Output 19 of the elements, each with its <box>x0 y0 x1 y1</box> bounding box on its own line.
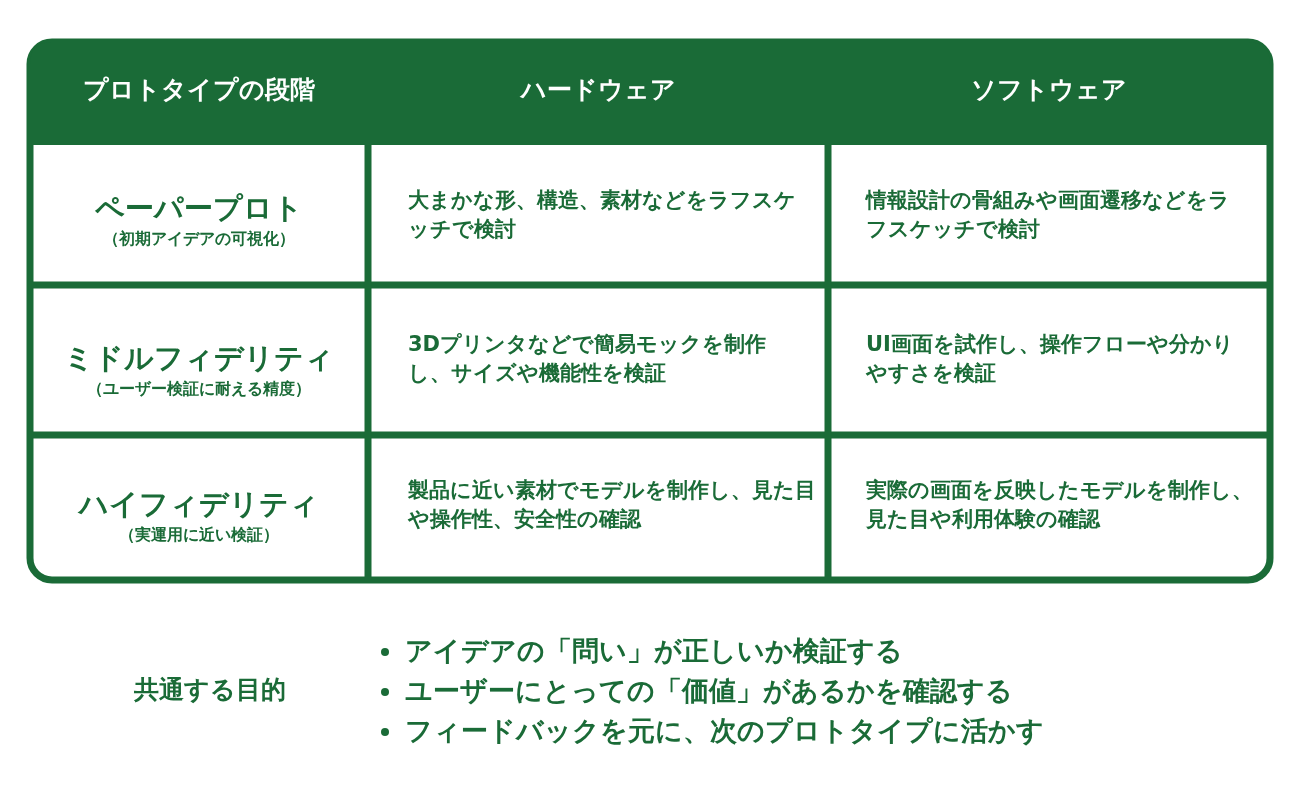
row-subheading: （実運用に近い検証） <box>118 524 280 546</box>
cell-text: UI画面を試作し、操作フローや分かりやすさを検証 <box>866 331 1235 388</box>
cell-text: 3Dプリンタなどで簡易モックを制作し、サイズや機能性を検証 <box>408 331 768 388</box>
row-subheading: （初期アイデアの可視化） <box>102 228 296 250</box>
cell-text: 実際の画面を反映したモデルを制作し、見た目や利用体験の確認 <box>866 477 1254 534</box>
bullet-item: フィードバックを元に、次のプロトタイプに活かす <box>405 714 1045 748</box>
cell-text: 情報設計の骨組みや画面遷移などをラフスケッチで検討 <box>866 187 1231 244</box>
bullet-item: アイデアの「問い」が正しいか検証する <box>405 634 904 668</box>
row-heading: ハイフィデリティ <box>77 486 320 523</box>
row-heading: ミドルフィデリティ <box>63 340 335 377</box>
section-heading: 共通する目的 <box>133 674 287 706</box>
cell-text: 製品に近い素材でモデルを制作し、見た目や操作性、安全性の確認 <box>408 477 817 534</box>
bullet-item: ユーザーにとっての「価値」があるかを確認する <box>405 674 1014 708</box>
cell-text: 大まかな形、構造、素材などをラフスケッチで検討 <box>408 187 797 244</box>
column-header: ハードウェア <box>519 74 677 106</box>
row-heading: ペーパープロト <box>94 190 304 227</box>
column-header: ソフトウェア <box>970 74 1128 106</box>
row-subheading: （ユーザー検証に耐える精度） <box>86 378 312 400</box>
column-header: プロトタイプの段階 <box>82 74 316 106</box>
